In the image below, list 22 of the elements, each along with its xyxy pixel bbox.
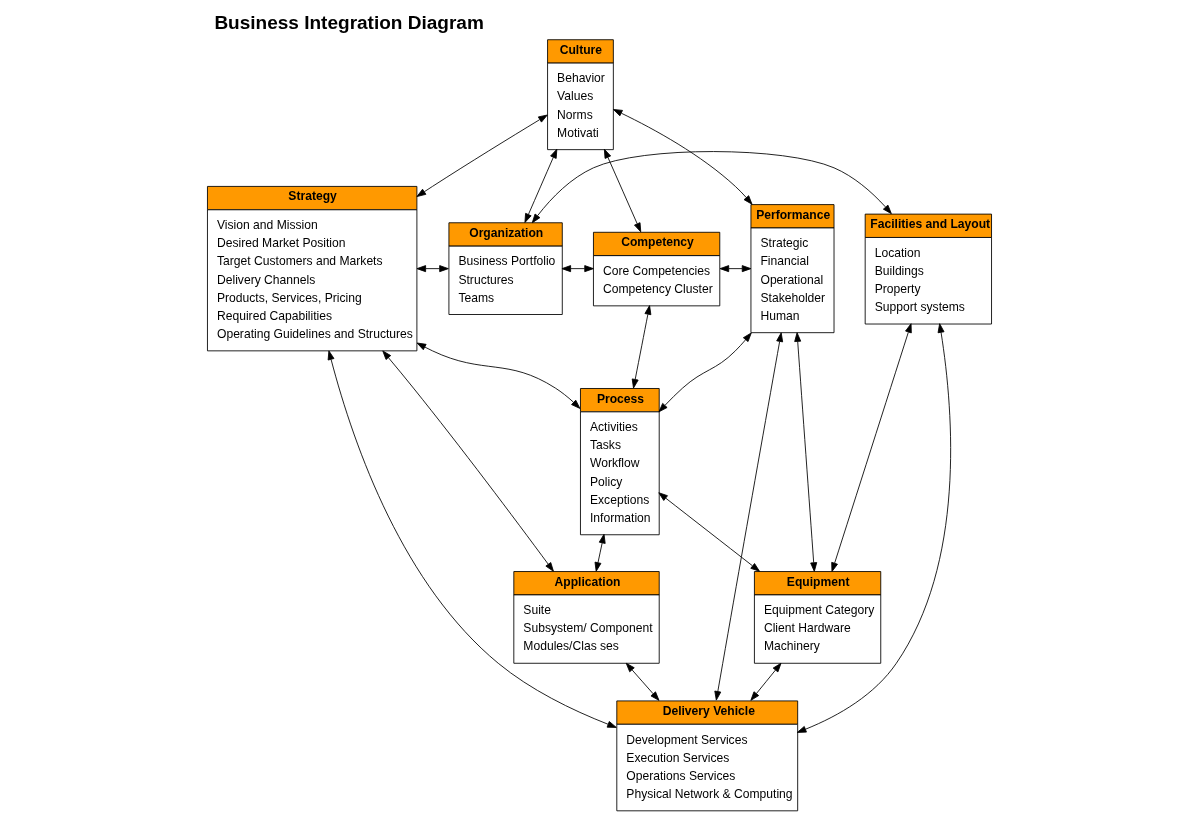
arrow [657,492,760,572]
arrow [531,151,892,224]
arrow [416,114,548,197]
arrow [561,265,594,273]
arrow [381,350,554,572]
arrow [793,332,817,572]
arrow [416,342,580,409]
arrow [603,148,641,233]
arrow [658,332,752,413]
arrow [830,323,912,572]
arrow [594,533,606,572]
arrow [719,265,751,273]
arrow [796,323,951,733]
diagram-title: Business Integration Diagram [213,12,484,34]
arrow [416,265,449,273]
arrow [631,305,651,389]
arrow [625,662,659,701]
arrow [327,350,617,728]
arrow [749,662,781,701]
arrow [523,148,557,223]
arrow [713,332,783,701]
arrow [612,109,752,205]
